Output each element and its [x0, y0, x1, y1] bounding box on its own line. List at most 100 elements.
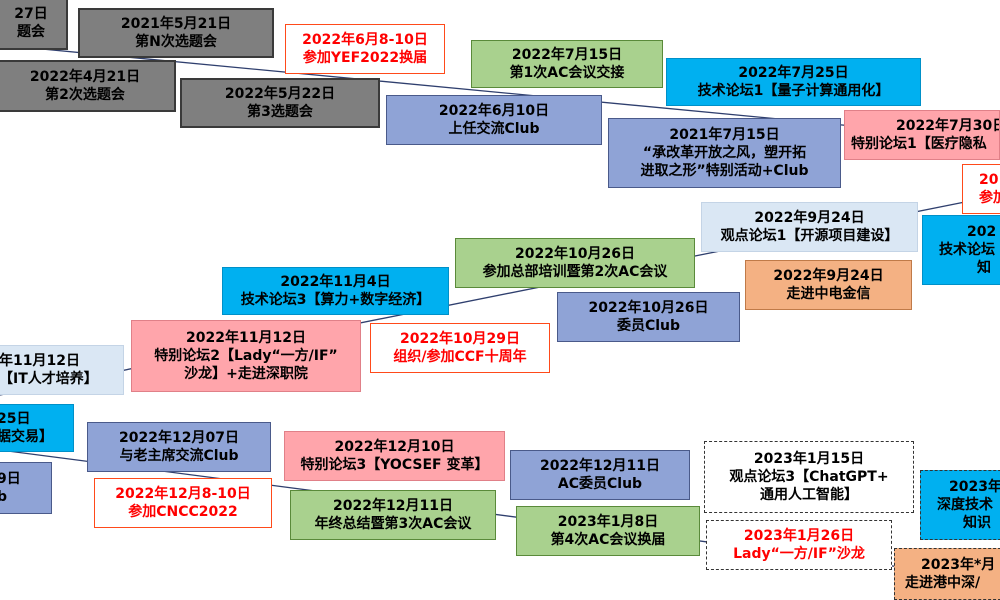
- event-title: Lady“一方/IF”沙龙: [733, 546, 865, 562]
- event-date: 2022年4月21日: [29, 69, 141, 85]
- event-title-line-2: 知: [977, 260, 991, 276]
- event-title: 参加总部培训暨第2次AC会议: [482, 264, 668, 280]
- event-title-line-2: 通用人工智能】: [760, 487, 858, 503]
- event-title: 第2次选题会: [45, 87, 125, 103]
- event-box-e28: 2022年12月8-10日 参加CNCC2022: [94, 478, 272, 528]
- event-date: 2023年: [949, 479, 1000, 495]
- event-title: 观点论坛3【ChatGPT+: [729, 469, 889, 485]
- event-box-e12: 2022年9月24日 观点论坛1【开源项目建设】: [701, 202, 918, 252]
- event-title: 特别论坛1【医疗隐私: [851, 136, 987, 152]
- event-date: 2022年11月12日: [186, 330, 306, 346]
- event-title: b: [0, 488, 7, 506]
- event-date: 2023年1月26日: [743, 528, 855, 544]
- event-date: 2022年12月11日: [540, 458, 660, 474]
- event-title: 【IT人才培养】: [0, 371, 98, 387]
- event-title-line-2: 知识: [963, 515, 991, 531]
- event-title: 技术论坛3【算力+数字经济】: [240, 292, 431, 308]
- event-box-e30: 2023年1月8日 第4次AC会议换届: [516, 506, 700, 556]
- event-box-e22: 2022年12月07日 与老主席交流Club: [87, 422, 271, 472]
- event-box-e21: 25日 据交易】: [0, 404, 74, 452]
- event-box-e18: 2022年11月12日 特别论坛2【Lady“一方/IF” 沙龙】+走进深职院: [131, 320, 361, 392]
- event-box-e3: 2022年6月8-10日 参加YEF2022换届: [285, 24, 445, 74]
- event-box-e32: 2023年*月 走进港中深/: [894, 548, 1000, 600]
- event-title: 技术论坛1【量子计算通用化】: [697, 83, 890, 99]
- event-date: 2022年10月26日: [515, 246, 635, 262]
- event-date: 2021年5月21日: [120, 16, 232, 32]
- event-box-e27: 9日 b: [0, 462, 52, 514]
- event-title: 据交易】: [0, 429, 53, 445]
- event-box-e25: 2023年1月15日 观点论坛3【ChatGPT+ 通用人工智能】: [704, 441, 914, 513]
- event-box-e7: 2022年7月25日 技术论坛1【量子计算通用化】: [666, 58, 921, 106]
- event-box-e10: 2021年7月15日 “承改革开放之风，塑开拓 进取之形”特别活动+Club: [608, 118, 841, 188]
- event-title: 组织/参加CCF十周年: [393, 349, 527, 365]
- event-date: 27日: [14, 6, 48, 22]
- event-box-e24: 2022年12月11日 AC委员Club: [510, 450, 690, 500]
- event-title: 年终总结暨第3次AC会议: [314, 516, 472, 532]
- event-date: 2022年5月22日: [224, 86, 336, 102]
- event-title: 特别论坛2【Lady“一方/IF”: [154, 348, 338, 364]
- event-title: 第4次AC会议换届: [550, 532, 666, 548]
- event-title: 参加: [979, 190, 1000, 206]
- event-box-e17: 2022年10月26日 委员Club: [557, 292, 740, 342]
- event-date: 9日: [0, 471, 21, 487]
- event-title: 与老主席交流Club: [119, 448, 239, 464]
- event-date: 2022年11月4日: [280, 274, 391, 290]
- event-title: 特别论坛3【YOCSEF 变革】: [300, 457, 489, 473]
- event-box-e14: 2022年10月26日 参加总部培训暨第2次AC会议: [455, 238, 695, 288]
- event-date: 2023年1月15日: [753, 451, 865, 467]
- event-date: 20: [979, 172, 999, 188]
- event-title: 委员Club: [616, 318, 681, 334]
- event-title: AC委员Club: [557, 476, 643, 492]
- event-date: 2022年9月24日: [754, 210, 865, 226]
- event-box-e26: 2023年 深度技术 知识: [920, 470, 1000, 540]
- event-date: 2022年12月10日: [334, 439, 455, 455]
- event-title: 第3选题会: [247, 104, 313, 120]
- event-box-e11: 20 参加: [962, 164, 1000, 214]
- event-date: 2022年12月07日: [119, 430, 239, 446]
- event-title: 走进中电金信: [786, 286, 871, 302]
- event-title: 上任交流Club: [448, 121, 540, 137]
- event-date: 25日: [0, 411, 31, 427]
- event-title: 参加YEF2022换届: [302, 50, 428, 66]
- event-date: 2022年12月8-10日: [115, 486, 251, 502]
- event-box-e16: 2022年11月4日 技术论坛3【算力+数字经济】: [222, 267, 449, 315]
- event-box-e29: 2022年12月11日 年终总结暨第3次AC会议: [290, 490, 496, 540]
- event-date: 2022年12月11日: [333, 498, 453, 514]
- event-date: 2022年10月26日: [588, 300, 709, 316]
- event-title: 第1次AC会议交接: [509, 65, 625, 81]
- event-box-e9: 2022年7月30日 特别论坛1【医疗隐私: [844, 110, 1000, 160]
- event-title: 深度技术: [937, 497, 993, 513]
- event-title-line-2: 进取之形”特别活动+Club: [640, 163, 809, 179]
- event-date: 2022年7月25日: [738, 65, 849, 81]
- event-date: 2022年10月29日: [400, 331, 520, 347]
- event-box-e5: 2022年4月21日 第2次选题会: [0, 60, 176, 112]
- event-date: 2022年7月15日: [511, 47, 623, 63]
- event-box-e31: 2023年1月26日 Lady“一方/IF”沙龙: [706, 520, 892, 570]
- event-box-e23: 2022年12月10日 特别论坛3【YOCSEF 变革】: [284, 431, 505, 481]
- event-box-e19: 2022年10月29日 组织/参加CCF十周年: [370, 323, 550, 373]
- event-box-e4: 2022年7月15日 第1次AC会议交接: [471, 40, 663, 88]
- event-date: 2022年6月8-10日: [302, 32, 428, 48]
- event-date: 2021年7月15日: [669, 127, 780, 143]
- event-title: 观点论坛1【开源项目建设】: [720, 228, 899, 244]
- event-title: 题会: [17, 24, 45, 40]
- event-box-e2: 2021年5月21日 第N次选题会: [78, 8, 274, 58]
- event-box-e13: 202 技术论坛 知: [922, 215, 1000, 285]
- event-box-e1: 27日 题会: [0, 0, 68, 50]
- event-date: 2022年7月30日: [896, 118, 1000, 134]
- event-date: 2023年1月8日: [557, 514, 659, 530]
- event-date: 202: [967, 224, 997, 240]
- event-box-e8: 2022年6月10日 上任交流Club: [386, 95, 602, 145]
- event-date: 年11月12日: [0, 353, 80, 369]
- event-box-e6: 2022年5月22日 第3选题会: [180, 78, 380, 128]
- event-title: 技术论坛: [939, 242, 995, 258]
- event-title: 走进港中深/: [905, 575, 981, 591]
- event-title: “承改革开放之风，塑开拓: [642, 145, 807, 161]
- event-date: 2023年*月: [921, 557, 996, 573]
- event-title: 参加CNCC2022: [128, 504, 238, 520]
- event-date: 2022年9月24日: [773, 268, 884, 284]
- event-box-e15: 2022年9月24日 走进中电金信: [745, 260, 912, 310]
- event-title: 第N次选题会: [135, 34, 217, 50]
- event-title-line-2: 沙龙】+走进深职院: [184, 366, 308, 382]
- event-box-e20: 年11月12日 【IT人才培养】: [0, 345, 124, 395]
